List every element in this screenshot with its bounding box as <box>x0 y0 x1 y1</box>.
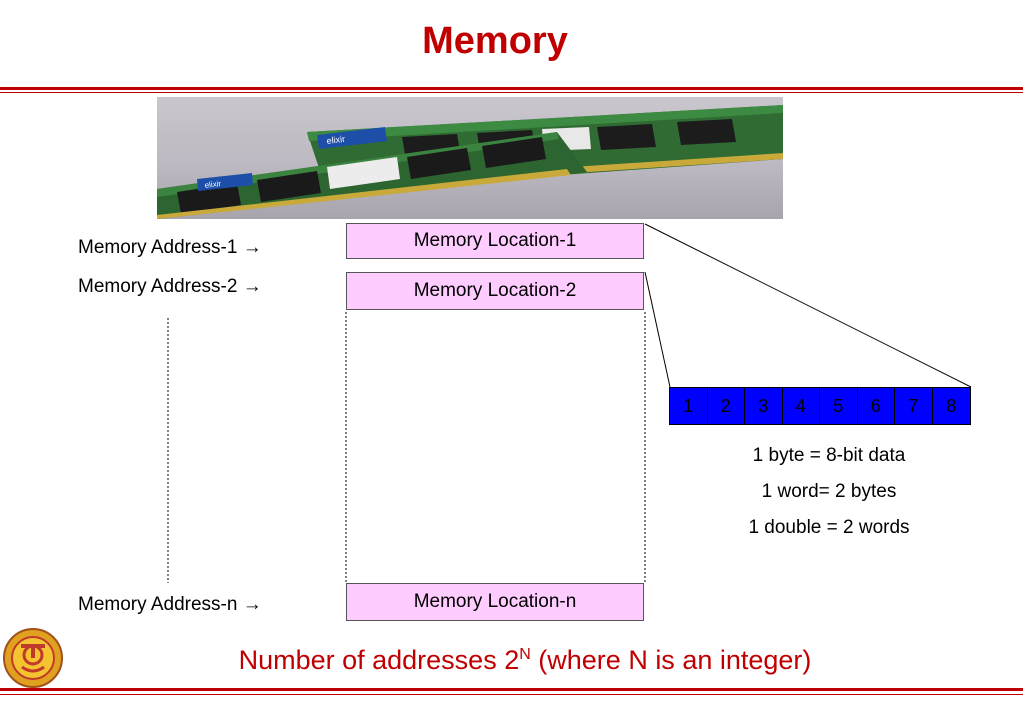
footer-superscript: N <box>519 646 531 663</box>
memory-location-n-label: Memory Location-n <box>413 591 577 612</box>
memory-location-1: Memory Location-1 <box>346 223 644 259</box>
byte-bits: 1 2 3 4 5 6 7 8 <box>669 387 971 425</box>
brand-label-front: elixir <box>204 179 222 190</box>
footer-statement: Number of addresses 2N (where N is an in… <box>140 645 910 676</box>
zoom-line-top <box>644 223 972 388</box>
memory-address-1: Memory Address-1 → <box>78 237 262 258</box>
bit-cell: 1 <box>670 388 708 424</box>
bit-cell: 5 <box>820 388 858 424</box>
bit-cell: 3 <box>745 388 783 424</box>
memory-address-2: Memory Address-2 → <box>78 276 262 297</box>
memory-location-n: Memory Location-n <box>346 583 644 621</box>
memory-location-2-label: Memory Location-2 <box>413 280 577 301</box>
note-word: 1 word= 2 bytes <box>761 481 897 502</box>
note-double: 1 double = 2 words <box>748 517 910 538</box>
bit-cell: 6 <box>857 388 895 424</box>
footer-text: Number of addresses 2 <box>238 645 520 675</box>
memory-location-2: Memory Location-2 <box>346 272 644 310</box>
footer-rule-thick <box>0 688 1023 691</box>
zoom-line-bottom <box>644 271 671 388</box>
brand-label-back: elixir <box>326 134 346 146</box>
ram-modules-illustration: elixir elixir <box>157 105 783 219</box>
footer-rule-thin <box>0 694 1023 695</box>
memory-location-1-label: Memory Location-1 <box>413 230 577 251</box>
memory-address-n: Memory Address-n → <box>78 594 262 615</box>
ram-photo: elixir elixir <box>157 97 783 219</box>
bit-cell: 8 <box>932 388 970 424</box>
bit-cell: 4 <box>782 388 820 424</box>
title-rule-thick <box>0 87 1023 90</box>
note-byte: 1 byte = 8-bit data <box>752 445 906 466</box>
bit-cell: 7 <box>895 388 933 424</box>
footer-suffix: (where N is an integer) <box>530 645 812 675</box>
title-rule-thin <box>0 92 1023 93</box>
slide-title: Memory <box>422 20 568 62</box>
bit-cell: 2 <box>707 388 745 424</box>
university-emblem-icon <box>2 627 64 689</box>
